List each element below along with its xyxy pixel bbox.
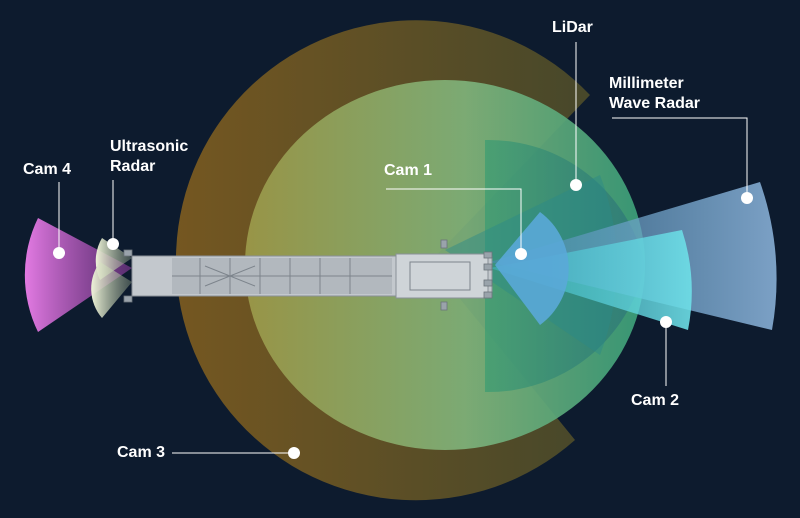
cam1-coverage-zone xyxy=(495,212,569,325)
leader-cam1 xyxy=(386,188,522,253)
label-lidar: LiDar xyxy=(552,19,593,36)
marker-ultrasonic xyxy=(107,238,119,250)
label-cam4: Cam 4 xyxy=(23,161,72,178)
marker-cam3 xyxy=(288,447,300,459)
marker-cam4 xyxy=(53,247,65,259)
marker-lidar xyxy=(570,179,582,191)
marker-mmwave xyxy=(741,192,753,204)
leader-lines xyxy=(58,42,748,454)
vehicle-chassis xyxy=(123,239,493,311)
label-millimeter-wave-radar: Millimeter Wave Radar xyxy=(609,74,700,114)
leader-mmwave xyxy=(612,117,748,198)
label-ultrasonic-line1: Ultrasonic xyxy=(110,138,189,155)
marker-cam1 xyxy=(515,248,527,260)
label-ultrasonic-line2: Radar xyxy=(110,158,156,175)
ultrasonic-radar-zone-lower xyxy=(91,262,132,318)
marker-cam2 xyxy=(660,316,672,328)
label-ultrasonic-radar: Ultrasonic Radar xyxy=(110,137,188,177)
cam4-coverage-zone xyxy=(24,218,132,332)
cam2-coverage-zone xyxy=(490,230,692,330)
label-cam1: Cam 1 xyxy=(384,162,433,179)
label-cam3: Cam 3 xyxy=(117,444,166,461)
label-mmwave-line1: Millimeter xyxy=(609,75,684,92)
label-mmwave-line2: Wave Radar xyxy=(609,95,700,112)
sensor-markers xyxy=(53,179,753,459)
label-cam2: Cam 2 xyxy=(631,392,680,409)
